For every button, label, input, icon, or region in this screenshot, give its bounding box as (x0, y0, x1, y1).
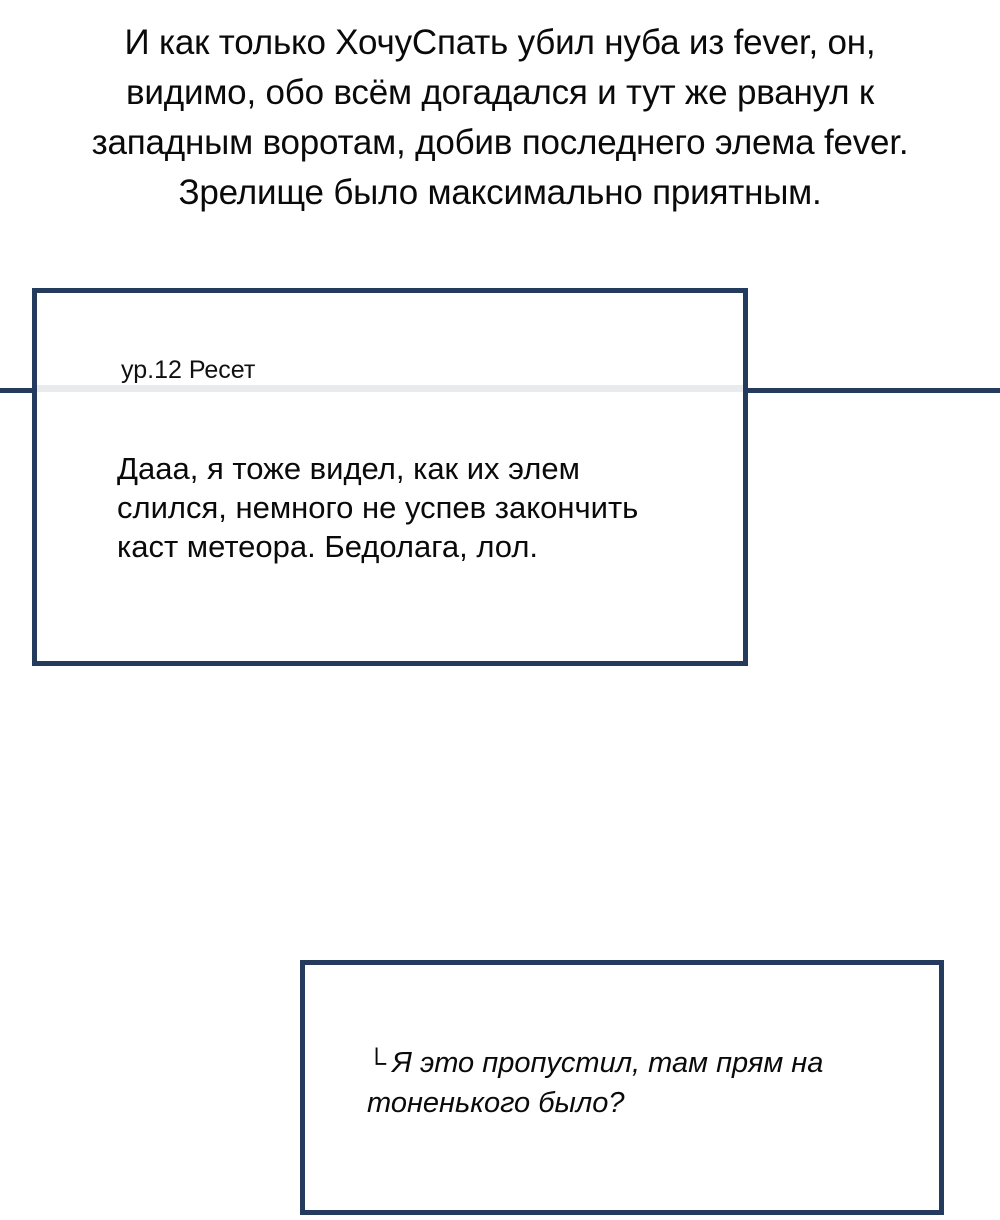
reply-marker-icon: └ (367, 1048, 387, 1078)
narration-text: И как только ХочуСпать убил нуба из feve… (91, 23, 909, 212)
comment-box[interactable]: ур.12 Ресет Дааа, я тоже видел, как их э… (32, 288, 748, 666)
comment-header: ур.12 Ресет (37, 355, 743, 395)
reply-box[interactable]: └Я это пропустил, там прям на тоненького… (300, 960, 944, 1215)
comment-body-text: Дааа, я тоже видел, как их элем слился, … (117, 451, 639, 564)
comment-separator-line (37, 385, 743, 392)
reply-body-text: └Я это пропустил, там прям на тоненького… (367, 1043, 907, 1123)
reply-text: Я это пропустил, там прям на тоненького … (367, 1047, 824, 1119)
comment-username[interactable]: ур.12 Ресет (117, 355, 260, 385)
